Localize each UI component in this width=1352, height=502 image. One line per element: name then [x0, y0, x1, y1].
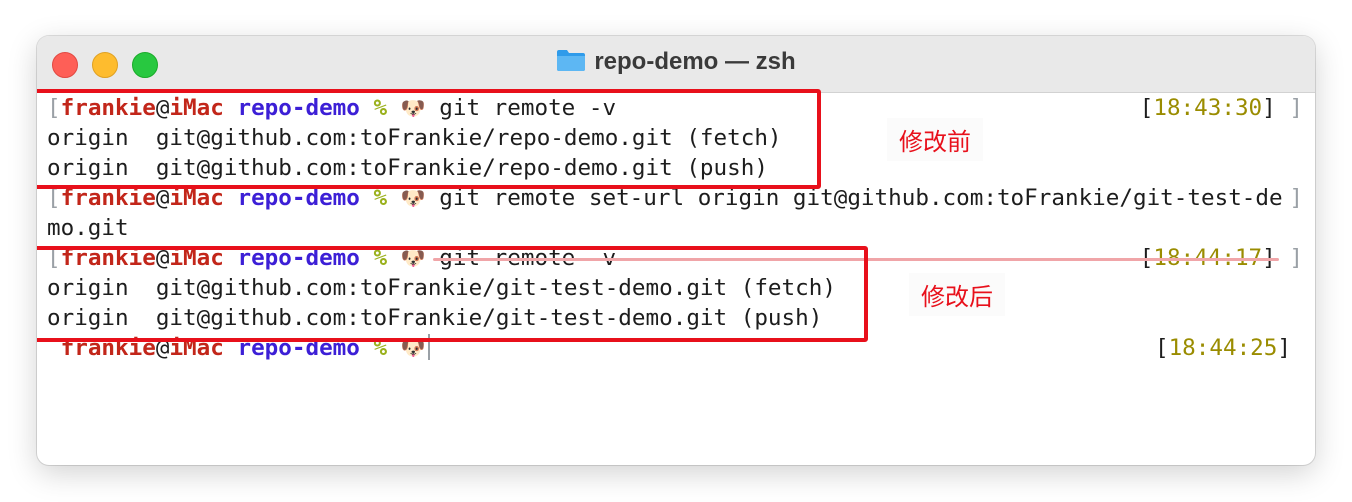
prompt-line: [frankie@iMac repo-demo % 🐶 git remote -… [47, 95, 617, 121]
maximize-button[interactable] [132, 52, 158, 78]
before-highlight-box [37, 89, 821, 189]
text-cursor [427, 334, 430, 360]
output-line: origin git@github.com:toFrankie/repo-dem… [47, 155, 768, 181]
prompt-user: frankie [60, 95, 156, 121]
folder-icon [557, 50, 586, 71]
window-title: repo-demo — zsh [37, 48, 1315, 76]
timestamp: [18:44:25] [1154, 335, 1291, 361]
minimize-button[interactable] [92, 52, 118, 78]
dog-emoji-icon: 🐶 [400, 246, 426, 270]
output-line: origin git@github.com:toFrankie/repo-dem… [47, 125, 782, 151]
before-label: 修改前 [887, 118, 983, 161]
dog-emoji-icon: 🐶 [400, 96, 426, 120]
command-text: git remote set-url origin git@github.com… [439, 185, 1283, 211]
terminal-window: repo-demo — zsh [frankie@iMac repo-demo … [37, 36, 1315, 465]
after-label: 修改后 [909, 273, 1005, 316]
output-line: origin git@github.com:toFrankie/git-test… [47, 305, 823, 331]
command-text: git remote -v [439, 95, 617, 121]
output-line: origin git@github.com:toFrankie/git-test… [47, 275, 836, 301]
after-highlight-box [37, 246, 868, 342]
window-title-text: repo-demo — zsh [594, 48, 796, 75]
dog-emoji-icon: 🐶 [400, 186, 426, 210]
terminal-content[interactable]: [frankie@iMac repo-demo % 🐶 git remote -… [37, 89, 1315, 465]
prompt-line: [frankie@iMac repo-demo % 🐶 git remote s… [47, 185, 1283, 211]
close-button[interactable] [52, 52, 78, 78]
output-line: mo.git [47, 215, 129, 241]
timestamp: [18:43:30] ] [1139, 95, 1303, 121]
prompt-dir: repo-demo [237, 95, 360, 121]
command-underline [433, 258, 1279, 261]
prompt-host: iMac [169, 95, 224, 121]
title-bar[interactable]: repo-demo — zsh [37, 36, 1315, 93]
